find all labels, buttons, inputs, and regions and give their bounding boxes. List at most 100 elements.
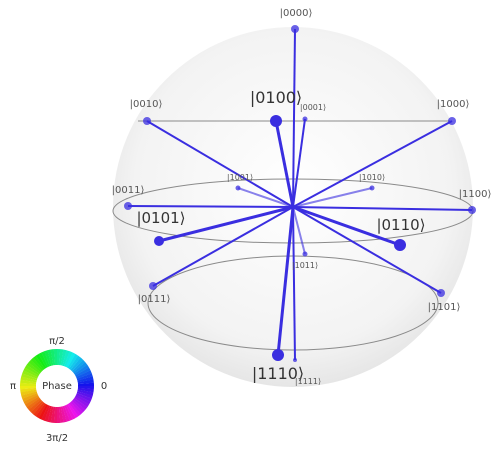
phase-wheel-segment <box>57 406 61 424</box>
state-point-0001 <box>302 116 308 122</box>
state-vector-1110 <box>276 206 295 356</box>
phase-wheel-segment <box>24 396 40 408</box>
state-vector-1001 <box>237 187 294 208</box>
phase-wheel-segment <box>71 399 86 413</box>
phase-wheel-segment <box>30 400 44 415</box>
phase-wheel-segment <box>20 389 37 396</box>
phase-wheel <box>20 349 94 424</box>
phase-wheel-segment <box>20 382 37 387</box>
phase-wheel-segment <box>35 403 47 419</box>
phase-wheel-segment <box>58 406 64 423</box>
phase-wheel-segment <box>22 393 39 402</box>
phase-wheel-segment <box>38 404 49 420</box>
phase-legend-left-label: π <box>10 381 16 392</box>
phase-wheel-segment <box>76 373 93 381</box>
state-vector-0000 <box>292 28 296 208</box>
phase-wheel-segment <box>26 398 41 410</box>
phase-wheel-segment <box>47 406 54 423</box>
phase-wheel-segment <box>21 373 38 381</box>
state-point-0101 <box>154 236 164 246</box>
phase-wheel-segment <box>22 370 38 379</box>
phase-wheel-segment <box>67 353 79 369</box>
phase-wheel-segment <box>24 364 40 376</box>
phase-wheel-segment <box>68 355 81 370</box>
phase-wheel-segment <box>74 396 90 408</box>
phase-wheel-segment <box>75 394 91 405</box>
state-vector-0101 <box>158 205 294 243</box>
state-vector-0100 <box>274 120 295 208</box>
phase-wheel-segment <box>21 391 38 399</box>
state-label-1111: |1111⟩ <box>295 377 321 386</box>
state-vector-1100 <box>292 206 473 211</box>
state-vector-1111 <box>292 206 296 361</box>
phase-wheel-segment <box>77 376 94 383</box>
phase-wheel-segment <box>20 379 37 385</box>
phase-wheel-segment <box>20 386 37 390</box>
state-point-0111 <box>149 282 157 290</box>
phase-wheel-segment <box>77 382 94 386</box>
state-vector-0110 <box>292 205 401 247</box>
phase-wheel-segment <box>28 359 43 373</box>
phase-legend-right-label: 0 <box>101 381 107 392</box>
phase-wheel-segment <box>77 385 94 390</box>
state-label-0111: |0111⟩ <box>138 294 171 305</box>
phase-wheel-segment <box>65 404 76 420</box>
phase-wheel-segment <box>64 351 73 367</box>
phase-wheel-segment <box>35 353 47 369</box>
state-label-0101: |0101⟩ <box>136 209 185 227</box>
phase-wheel-segment <box>74 364 90 376</box>
state-vector-0001 <box>292 118 306 208</box>
state-point-1011 <box>302 251 308 257</box>
phase-wheel-segment <box>20 387 37 393</box>
state-label-1110: |1110⟩ <box>252 364 304 383</box>
state-point-1001 <box>235 185 241 191</box>
phase-wheel-segment <box>58 349 64 366</box>
phase-wheel-segment <box>77 387 94 393</box>
phase-wheel-segment <box>70 400 84 415</box>
state-point-0100 <box>270 115 282 127</box>
phase-wheel-segment <box>38 352 49 368</box>
state-point-1101 <box>437 289 445 297</box>
state-point-0010 <box>143 117 151 125</box>
phase-wheel-segment <box>41 351 50 368</box>
phase-wheel-segment <box>77 379 94 385</box>
phase-wheel-segment <box>44 350 52 367</box>
phase-wheel-segment <box>75 367 91 378</box>
phase-wheel-segment <box>62 405 70 422</box>
state-label-1001: |1001⟩ <box>227 173 253 182</box>
phase-legend-top-label: π/2 <box>49 336 65 347</box>
state-label-0011: |0011⟩ <box>112 185 145 196</box>
state-point-1100 <box>468 206 476 214</box>
phase-wheel-segment <box>60 349 67 366</box>
state-label-0010: |0010⟩ <box>130 99 163 110</box>
state-label-1010: |1010⟩ <box>359 173 385 182</box>
state-label-0100: |0100⟩ <box>250 88 302 107</box>
phase-wheel-segment <box>64 404 73 421</box>
state-point-1010 <box>369 185 375 191</box>
state-vector-1000 <box>292 120 453 208</box>
phase-wheel-segment <box>75 370 92 379</box>
phase-legend-title: Phase <box>42 381 72 392</box>
state-vectors <box>124 25 476 362</box>
state-point-1110 <box>272 349 284 361</box>
phase-wheel-segment <box>70 357 84 372</box>
state-vector-1010 <box>292 187 373 208</box>
state-vector-0011 <box>127 205 294 208</box>
state-label-1101: |1101⟩ <box>428 302 461 313</box>
phase-wheel-segment <box>47 349 54 366</box>
phase-wheel-segment <box>53 349 57 366</box>
phase-wheel-segment <box>41 405 50 421</box>
phase-wheel-segment <box>76 391 93 399</box>
state-labels: |0000⟩|0001⟩|0010⟩|0011⟩|0100⟩|0101⟩|011… <box>112 8 492 386</box>
phase-wheel-segment <box>67 403 79 419</box>
state-vector-0010 <box>146 120 294 208</box>
phase-wheel-segment <box>56 349 61 366</box>
phase-wheel-segment <box>20 376 37 383</box>
phase-wheel-segment <box>76 393 92 402</box>
phase-wheel-segment <box>73 362 88 374</box>
phase-wheel-segment <box>60 406 67 423</box>
phase-wheel-segment <box>53 406 58 423</box>
phase-wheel-segment <box>23 394 39 405</box>
state-label-0001: |0001⟩ <box>300 103 326 112</box>
